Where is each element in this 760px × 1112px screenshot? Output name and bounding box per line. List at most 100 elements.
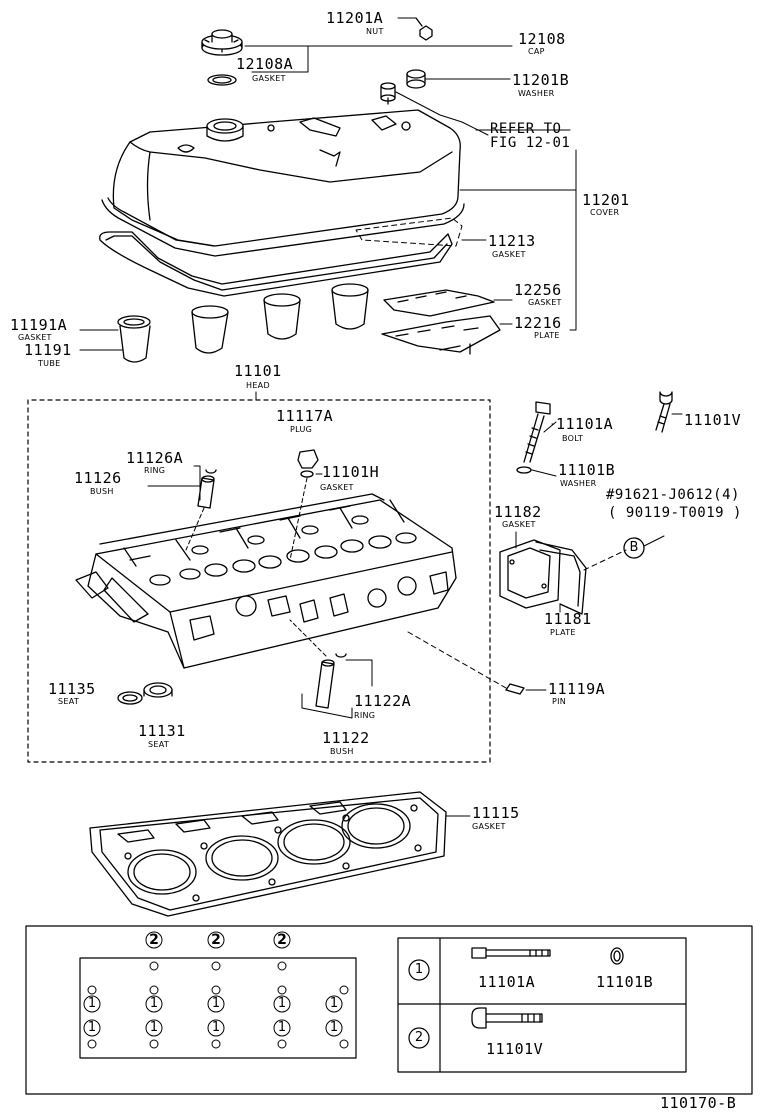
label-bush-a-name: BUSH <box>90 487 114 496</box>
label-tube-name: TUBE <box>38 359 61 368</box>
label-pin-name: PIN <box>552 697 567 706</box>
label-stud-ref1: #91621-J0612(4) <box>606 487 740 503</box>
label-cover-name: COVER <box>590 208 620 217</box>
bolt-pattern-head-outline <box>79 957 357 1059</box>
label-plate-top-pn: 12216 <box>514 314 562 332</box>
label-bush-122-pn: 11122 <box>322 729 370 747</box>
ref-b-marker: B <box>629 540 639 555</box>
key-row1-bolt: 11101A <box>478 973 536 991</box>
label-stud-ref2: ( 90119-T0019 ) <box>608 505 742 521</box>
pattern-mark-low-3: 1 <box>211 1020 221 1035</box>
label-head-gasket-pn: 11115 <box>472 804 520 822</box>
label-washer-b-pn: 11101B <box>558 461 616 479</box>
label-washer-top-name: WASHER <box>518 89 555 98</box>
key-row2-marker: 2 <box>414 1030 424 1045</box>
valve-guide-bush-lower <box>315 653 347 709</box>
label-washer-top-pn: 11201B <box>512 71 570 89</box>
cover-gasket <box>99 231 453 297</box>
label-seat-131-pn: 11131 <box>138 722 186 740</box>
key-table <box>397 937 687 1073</box>
label-plate-181-name: PLATE <box>550 628 576 637</box>
plug-part <box>297 449 319 478</box>
label-refer-line1: REFER TO <box>490 121 562 137</box>
label-ring-122-pn: 11122A <box>354 692 412 710</box>
label-gasket-182-name: GASKET <box>502 520 536 529</box>
head-gasket <box>89 791 447 917</box>
cylinder-head <box>75 493 457 669</box>
figure-id: 110170-B <box>660 1094 737 1112</box>
pattern-mark-low-4: 1 <box>277 1020 287 1035</box>
label-plug-pn: 11117A <box>276 407 334 425</box>
pattern-mark-low-2: 1 <box>149 1020 159 1035</box>
valve-seats <box>117 682 173 705</box>
head-bolt-v <box>655 391 673 433</box>
valve-cover <box>101 109 465 257</box>
label-cap-pn: 12108 <box>518 30 566 48</box>
label-gasket-h-name: GASKET <box>320 483 354 492</box>
water-outlet-plate <box>499 539 587 615</box>
pattern-mark-mid-4: 1 <box>277 996 287 1011</box>
bolt-pattern-holes <box>87 961 349 1049</box>
pattern-mark-mid-3: 1 <box>211 996 221 1011</box>
label-cover-gasket-name: GASKET <box>492 250 526 259</box>
pattern-mark-top-3: 2 <box>277 932 287 948</box>
label-cover-gasket-pn: 11213 <box>488 232 536 250</box>
label-plate-gasket-pn: 12256 <box>514 281 562 299</box>
key-row2-bolt: 11101V <box>486 1040 544 1058</box>
key-bolt-a <box>471 947 551 959</box>
label-pin-pn: 11119A <box>548 680 606 698</box>
label-bolt-pn: 11101A <box>556 415 614 433</box>
head-bolt-a <box>516 401 551 474</box>
label-ring-122-name: RING <box>354 711 376 720</box>
label-nut-name: NUT <box>366 27 384 36</box>
label-tube-gasket-name: GASKET <box>18 333 52 342</box>
cap-gasket-ring <box>207 74 237 86</box>
baffle-plates <box>381 289 501 355</box>
pattern-mark-low-1: 1 <box>87 1020 97 1035</box>
pattern-mark-top-1: 2 <box>149 932 159 948</box>
label-nut-pn: 11201A <box>326 9 384 27</box>
label-seat-135-pn: 11135 <box>48 680 96 698</box>
nut-part <box>415 17 433 41</box>
key-washer-b <box>610 947 624 965</box>
label-plug-name: PLUG <box>290 425 313 434</box>
label-head-gasket-name: GASKET <box>472 822 506 831</box>
label-plate-top-name: PLATE <box>534 331 560 340</box>
label-seat-135-name: SEAT <box>58 697 80 706</box>
label-seat-131-name: SEAT <box>148 740 170 749</box>
label-head-pn: 11101 <box>234 362 282 380</box>
bolt-pattern-marks <box>83 931 343 1037</box>
label-cap-gasket-pn: 12108A <box>236 55 294 73</box>
label-plate-181-pn: 11181 <box>544 610 592 628</box>
pattern-mark-mid-2: 1 <box>149 996 159 1011</box>
valve-guide-bush-upper <box>197 469 217 509</box>
label-bush-a-pn: 11126 <box>74 469 122 487</box>
label-bolt-v-pn: 11101V <box>684 411 742 429</box>
label-head-name: HEAD <box>246 381 270 390</box>
label-cap-gasket-name: GASKET <box>252 74 286 83</box>
label-ring-a-name: RING <box>144 466 166 475</box>
label-bush-122-name: BUSH <box>330 747 354 756</box>
label-ring-a-pn: 11126A <box>126 449 184 467</box>
key-row1-marker: 1 <box>414 962 424 977</box>
pattern-mark-low-5: 1 <box>329 1020 339 1035</box>
key-bolt-v <box>471 1007 543 1029</box>
label-gasket-182-pn: 11182 <box>494 503 542 521</box>
label-plate-gasket-name: GASKET <box>528 298 562 307</box>
washer-grommets <box>380 69 426 105</box>
pattern-mark-mid-5: 1 <box>329 996 339 1011</box>
spark-plug-tubes <box>117 283 369 363</box>
dowel-pin <box>505 683 525 695</box>
label-tube-pn: 11191 <box>24 341 72 359</box>
label-cover-pn: 11201 <box>582 191 630 209</box>
label-washer-b-name: WASHER <box>560 479 597 488</box>
label-bolt-name: BOLT <box>562 434 584 443</box>
pattern-mark-mid-1: 1 <box>87 996 97 1011</box>
key-row1-washer: 11101B <box>596 973 654 991</box>
oil-cap <box>201 29 243 56</box>
pattern-mark-top-2: 2 <box>211 932 221 948</box>
label-cap-name: CAP <box>528 47 545 56</box>
label-gasket-h-pn: 11101H <box>322 463 380 481</box>
label-refer-line2: FIG 12-01 <box>490 135 571 151</box>
